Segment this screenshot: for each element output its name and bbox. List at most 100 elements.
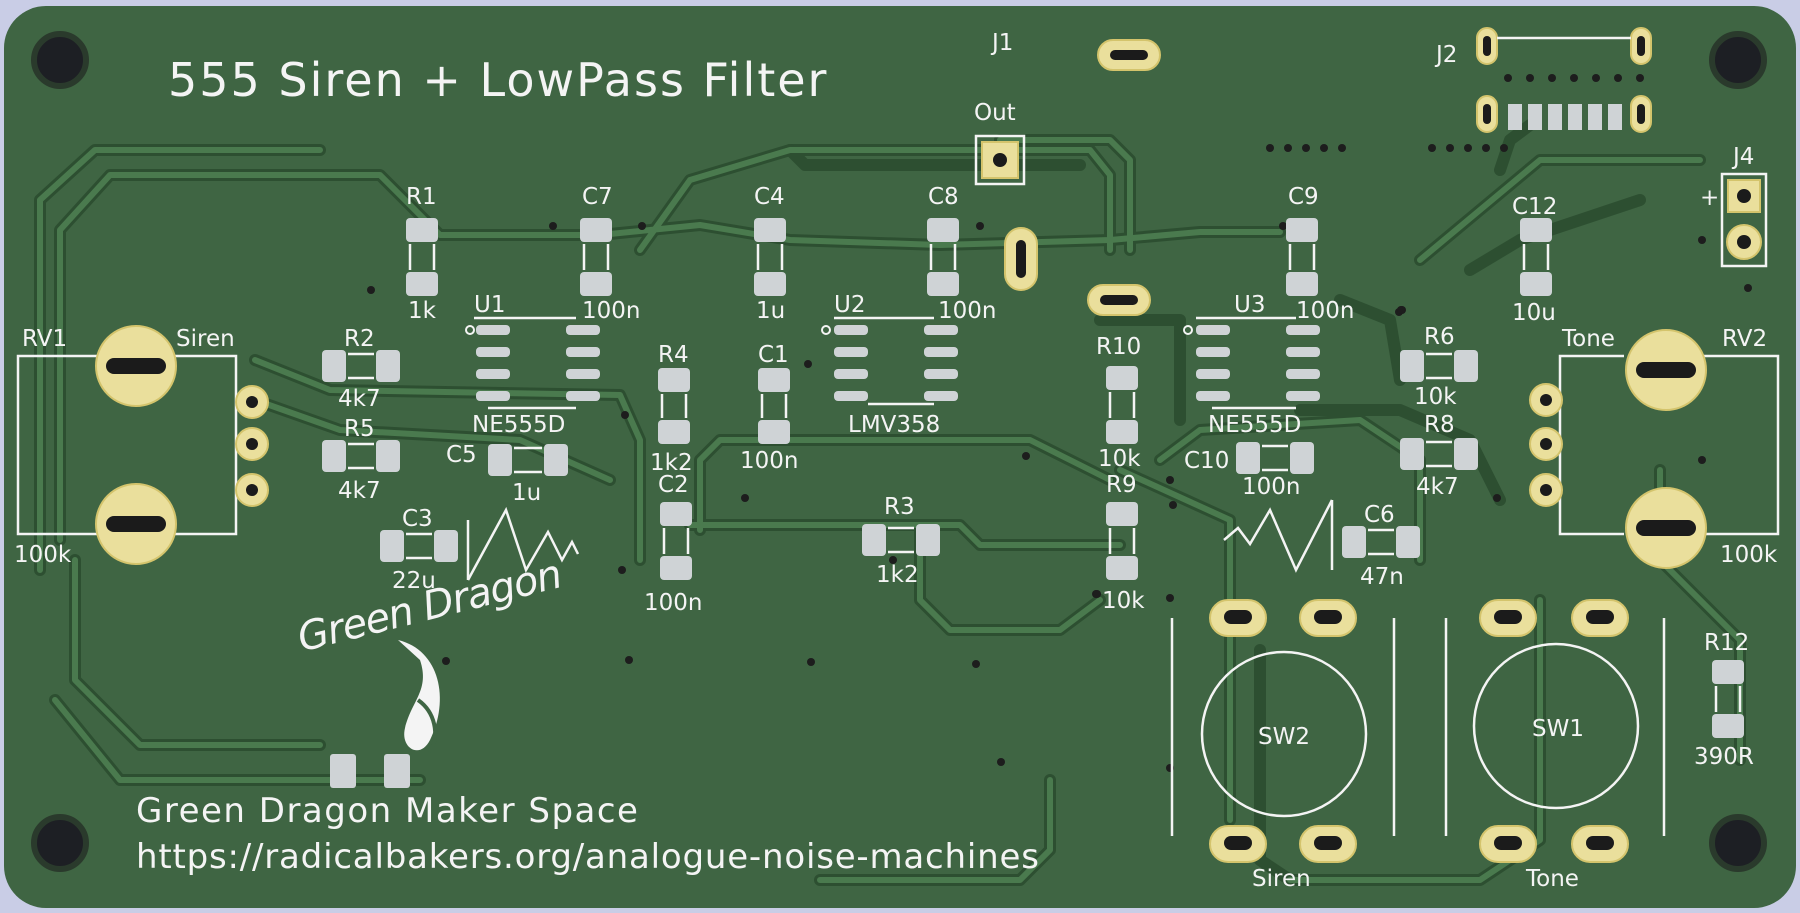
mounting-hole	[1709, 31, 1767, 89]
c9-ref: C9	[1288, 184, 1319, 210]
connector-j1[interactable]: J1 Out	[974, 30, 1161, 316]
maker-name: Green Dragon Maker Space	[136, 791, 639, 831]
resistor-r8[interactable]: R8 4k7	[1400, 412, 1478, 500]
c1-ref: C1	[758, 342, 789, 368]
u1-ref: U1	[474, 292, 505, 318]
u2-ref: U2	[834, 292, 865, 318]
c7-value: 100n	[582, 298, 640, 324]
r6-value: 10k	[1414, 384, 1457, 410]
capacitor-c4[interactable]: C4 1u	[754, 184, 786, 324]
r6-ref: R6	[1424, 324, 1455, 350]
switch-sw1[interactable]: SW1 Tone	[1444, 599, 1666, 892]
capacitor-c12[interactable]: C12 10u	[1512, 194, 1557, 326]
u3-ref: U3	[1234, 292, 1265, 318]
j1-label: Out	[974, 100, 1016, 126]
r1-ref: R1	[406, 184, 437, 210]
c4-value: 1u	[756, 298, 785, 324]
capacitor-c2[interactable]: C2 100n	[644, 472, 702, 616]
capacitor-c8[interactable]: C8 100n	[927, 184, 996, 324]
capacitor-c1[interactable]: C1 100n	[740, 342, 798, 474]
j2-ref: J2	[1434, 42, 1457, 68]
r9-value: 10k	[1102, 588, 1145, 614]
r12-ref: R12	[1704, 630, 1749, 656]
c7-ref: C7	[582, 184, 613, 210]
j4-ref: J4	[1731, 144, 1754, 170]
sawtooth-wave-symbol	[466, 506, 580, 581]
mounting-hole	[31, 31, 89, 89]
capacitor-c10[interactable]: C10 100n	[1184, 442, 1314, 500]
connector-j2-usb[interactable]: J2	[1434, 27, 1652, 133]
r10-ref: R10	[1096, 334, 1141, 360]
resistor-r12[interactable]: R12 390R	[1694, 630, 1754, 770]
sw2-label: Siren	[1252, 866, 1311, 892]
r4-value: 1k2	[650, 450, 693, 476]
ic-u2[interactable]: U2 LMV358	[821, 292, 958, 438]
c4-ref: C4	[754, 184, 785, 210]
r8-value: 4k7	[1416, 474, 1459, 500]
sawtooth-wave-symbol	[1223, 499, 1334, 573]
sw1-label: Tone	[1525, 866, 1579, 892]
r2-value: 4k7	[338, 386, 381, 412]
r1-value: 1k	[408, 298, 437, 324]
mounting-hole	[31, 814, 89, 872]
r10-value: 10k	[1098, 446, 1141, 472]
potentiometer-rv1[interactable]: RV1 Siren 100k	[14, 325, 269, 568]
resistor-r3[interactable]: R3 1k2	[862, 494, 940, 588]
capacitor-c5[interactable]: C5 1u	[446, 442, 568, 506]
connector-j4-power[interactable]: J4 +	[1700, 144, 1768, 268]
j4-polarity: +	[1700, 185, 1719, 211]
resistor-r1[interactable]: R1 1k	[406, 184, 438, 324]
resistor-r4[interactable]: R4 1k2	[650, 342, 693, 476]
c2-ref: C2	[658, 472, 689, 498]
c5-value: 1u	[512, 480, 541, 506]
capacitor-c9[interactable]: C9 100n	[1286, 184, 1354, 324]
capacitor-c7[interactable]: C7 100n	[580, 184, 640, 324]
c6-value: 47n	[1360, 564, 1404, 590]
c8-ref: C8	[928, 184, 959, 210]
rv2-ref: RV2	[1722, 326, 1767, 352]
u1-value: NE555D	[472, 412, 565, 438]
ic-u1[interactable]: U1 NE555D	[465, 292, 600, 438]
maker-url: https://radicalbakers.org/analogue-noise…	[136, 837, 1040, 877]
resistor-r6[interactable]: R6 10k	[1400, 324, 1478, 410]
sw1-ref: SW1	[1532, 716, 1584, 742]
r8-ref: R8	[1424, 412, 1455, 438]
rv1-label: Siren	[176, 326, 235, 352]
rv2-value: 100k	[1720, 542, 1778, 568]
resistor-r10[interactable]: R10 10k	[1096, 334, 1141, 472]
r3-ref: R3	[884, 494, 915, 520]
r2-ref: R2	[344, 326, 375, 352]
j1-ref: J1	[990, 30, 1013, 56]
copper-traces	[34, 119, 1746, 886]
vias	[367, 74, 1752, 772]
mounting-holes	[31, 31, 1767, 872]
resistor-r5[interactable]: R5 4k7	[322, 416, 400, 504]
resistor-r2[interactable]: R2 4k7	[322, 326, 400, 412]
rv1-value: 100k	[14, 542, 72, 568]
switch-sw2[interactable]: SW2 Siren	[1170, 599, 1396, 892]
ic-u3[interactable]: U3 NE555D	[1183, 292, 1320, 438]
r5-value: 4k7	[338, 478, 381, 504]
potentiometer-rv2[interactable]: RV2 Tone 100k	[1529, 326, 1780, 569]
r12-value: 390R	[1694, 744, 1754, 770]
mounting-hole	[1709, 814, 1767, 872]
c5-ref: C5	[446, 442, 477, 468]
r4-ref: R4	[658, 342, 689, 368]
r9-ref: R9	[1106, 472, 1137, 498]
u3-value: NE555D	[1208, 412, 1301, 438]
resistor-r9[interactable]: R9 10k	[1102, 472, 1145, 614]
capacitor-c3[interactable]: C3 22u	[380, 506, 458, 594]
r3-value: 1k2	[876, 562, 919, 588]
u2-value: LMV358	[848, 412, 940, 438]
c8-value: 100n	[938, 298, 996, 324]
capacitor-c6[interactable]: C6 47n	[1342, 502, 1420, 590]
rv1-ref: RV1	[22, 326, 67, 352]
r5-ref: R5	[344, 416, 375, 442]
pcb-substrate	[4, 6, 1796, 908]
c6-ref: C6	[1364, 502, 1395, 528]
c1-value: 100n	[740, 448, 798, 474]
c12-value: 10u	[1512, 300, 1556, 326]
board-title: 555 Siren + LowPass Filter	[168, 53, 828, 107]
sw2-ref: SW2	[1258, 724, 1310, 750]
